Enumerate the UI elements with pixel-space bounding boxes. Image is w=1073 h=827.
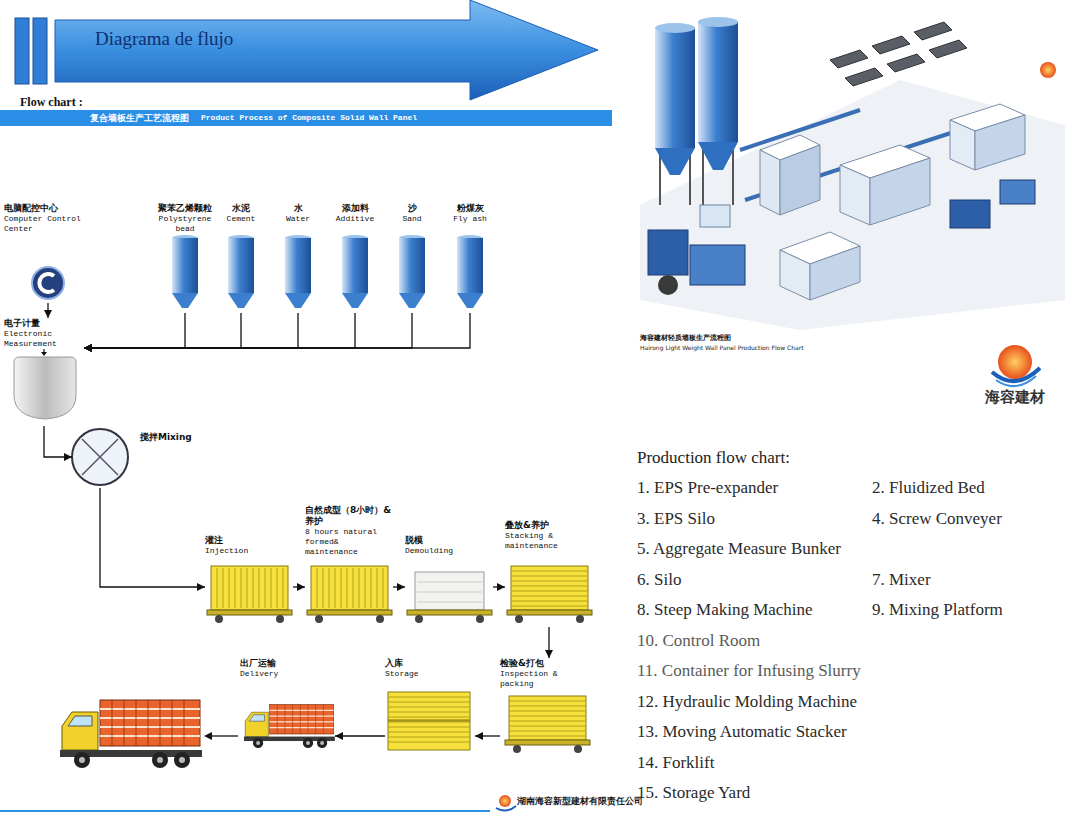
mixer-symbol bbox=[72, 429, 128, 485]
list-heading: Production flow chart: bbox=[637, 448, 790, 468]
node-text: Storage bbox=[385, 669, 475, 679]
material-silo: 添加料Additive bbox=[327, 203, 383, 313]
flow-arrow bbox=[44, 426, 72, 457]
node-text: Fly ash bbox=[442, 214, 498, 224]
delivery-truck: 出厂运输Delivery bbox=[240, 658, 335, 756]
node-text: 8 hours natural formed& maintenance bbox=[305, 527, 393, 557]
node-text: 检验&打包 bbox=[500, 658, 595, 669]
node-text: 出厂运输 bbox=[240, 658, 335, 669]
material-silo: 水Water bbox=[270, 203, 326, 313]
list-item: 2. Fluidized Bed bbox=[872, 478, 985, 498]
node-text: Injection bbox=[205, 546, 293, 556]
process-cart: 检验&打包Inspection & packing bbox=[500, 658, 595, 756]
list-item: 9. Mixing Platform bbox=[872, 600, 1003, 620]
list-item: 8. Steep Making Machine bbox=[637, 600, 813, 620]
list-item: 4. Screw Conveyer bbox=[872, 509, 1002, 529]
list-item: 14. Forklift bbox=[637, 753, 714, 773]
node-text: 搅拌Mixing bbox=[140, 432, 202, 443]
illustration-caption: 海容建材轻质墙板生产流程图 bbox=[640, 334, 731, 343]
factory-illustration bbox=[640, 17, 1065, 330]
node-text: 灌注 bbox=[205, 535, 293, 546]
trucks bbox=[60, 700, 335, 768]
node-text: 脱模 bbox=[405, 535, 493, 546]
node-text: Delivery bbox=[240, 669, 335, 679]
control-icon bbox=[32, 267, 64, 299]
list-item: 11. Container for Infusing Slurry bbox=[637, 661, 861, 681]
node-text: Diagrama de flujo bbox=[95, 28, 600, 50]
node-text: 沙 bbox=[384, 203, 440, 214]
list-item: 1. EPS Pre-expander bbox=[637, 478, 778, 498]
node-text: Sand bbox=[384, 214, 440, 224]
flow-arrow bbox=[493, 586, 505, 587]
title-arrow: Diagrama de flujo bbox=[60, 0, 600, 100]
list-item: 12. Hydraulic Molding Machine bbox=[637, 692, 857, 712]
flow-arrow bbox=[84, 313, 355, 348]
list-item: 15. Storage Yard bbox=[637, 783, 750, 803]
node-text: 叠放&养护 bbox=[505, 520, 593, 531]
flow-arrow bbox=[84, 313, 241, 348]
flow-arrow bbox=[84, 313, 412, 348]
measurement-hopper: 电子计量Electronic Measurement bbox=[4, 318, 84, 426]
measure-hopper bbox=[14, 349, 76, 419]
node-text: Water bbox=[270, 214, 326, 224]
flow-arrow bbox=[548, 627, 549, 658]
process-cart: 叠放&养护Stacking & maintenance bbox=[505, 520, 593, 627]
node-text: Inspection & packing bbox=[500, 669, 595, 689]
list-item: 6. Silo bbox=[637, 570, 681, 590]
node-text: Cement bbox=[213, 214, 269, 224]
node-text: 自然成型（8小时）&养护 bbox=[305, 505, 393, 527]
subtitle: Flow chart : bbox=[20, 95, 83, 109]
flow-arrow bbox=[393, 586, 405, 587]
footer bbox=[0, 795, 516, 812]
node-text: 聚苯乙烯颗粒 bbox=[157, 203, 213, 214]
flow-arrow bbox=[84, 313, 185, 348]
node-text: 电脑配控中心 bbox=[4, 203, 88, 214]
node-text: 粉煤灰 bbox=[442, 203, 498, 214]
flow-arrow bbox=[84, 313, 298, 348]
list-item: 10. Control Room bbox=[637, 631, 760, 651]
material-silo: 沙Sand bbox=[384, 203, 440, 313]
list-item: 7. Mixer bbox=[872, 570, 931, 590]
control-center: 电脑配控中心Computer Control Center bbox=[4, 203, 88, 303]
storage-stack bbox=[388, 692, 470, 750]
flow-arrow bbox=[293, 586, 305, 587]
node-text: 入库 bbox=[385, 658, 475, 669]
node-text: 电子计量 bbox=[4, 318, 84, 329]
node-text: Demoulding bbox=[405, 546, 493, 556]
company-logo bbox=[992, 345, 1040, 386]
illustration-caption: Hairong Light Weight Wall Panel Producti… bbox=[640, 344, 804, 352]
material-silo: 粉煤灰Fly ash bbox=[442, 203, 498, 313]
material-silos bbox=[172, 235, 483, 308]
process-cart: 脱模Demoulding bbox=[405, 535, 493, 627]
material-silo: 聚苯乙烯颗粒Polystyrene bead bbox=[157, 203, 213, 313]
node-text: Product Process of Composite Solid Wall … bbox=[201, 112, 417, 124]
node-text: Polystyrene bead bbox=[157, 214, 213, 234]
material-silo: 水泥Cement bbox=[213, 203, 269, 313]
process-cart: 灌注Injection bbox=[205, 535, 293, 627]
flow-arrow bbox=[475, 735, 500, 736]
node-text: Electronic Measurement bbox=[4, 329, 84, 349]
process-cart: 自然成型（8小时）&养护8 hours natural formed& main… bbox=[305, 505, 393, 627]
flow-arrow bbox=[100, 488, 205, 587]
logo-text: 海容建材 bbox=[985, 388, 1045, 406]
storage-stack: 入库Storage bbox=[385, 658, 475, 756]
node-text: 添加料 bbox=[327, 203, 383, 214]
title-arrow-shape bbox=[15, 0, 598, 100]
header-band: 复合墙板生产工艺流程图 Product Process of Composite … bbox=[0, 110, 612, 126]
list-item: 5. Aggregate Measure Bunker bbox=[637, 539, 841, 559]
node-text: 水泥 bbox=[213, 203, 269, 214]
node-text: Stacking & maintenance bbox=[505, 531, 593, 551]
node-text: 复合墙板生产工艺流程图 bbox=[90, 112, 189, 124]
list-item: 3. EPS Silo bbox=[637, 509, 715, 529]
list-item: 13. Moving Automatic Stacker bbox=[637, 722, 847, 742]
flow-arrow bbox=[84, 313, 470, 348]
flow-arrow bbox=[47, 303, 48, 318]
node-text: 水 bbox=[270, 203, 326, 214]
mixer-circle: 搅拌Mixing bbox=[72, 428, 202, 488]
company-name: 湖南海容新型建材有限责任公司 bbox=[517, 796, 643, 807]
node-text: Additive bbox=[327, 214, 383, 224]
flow-arrow bbox=[335, 735, 385, 736]
node-text: Computer Control Center bbox=[4, 214, 88, 234]
